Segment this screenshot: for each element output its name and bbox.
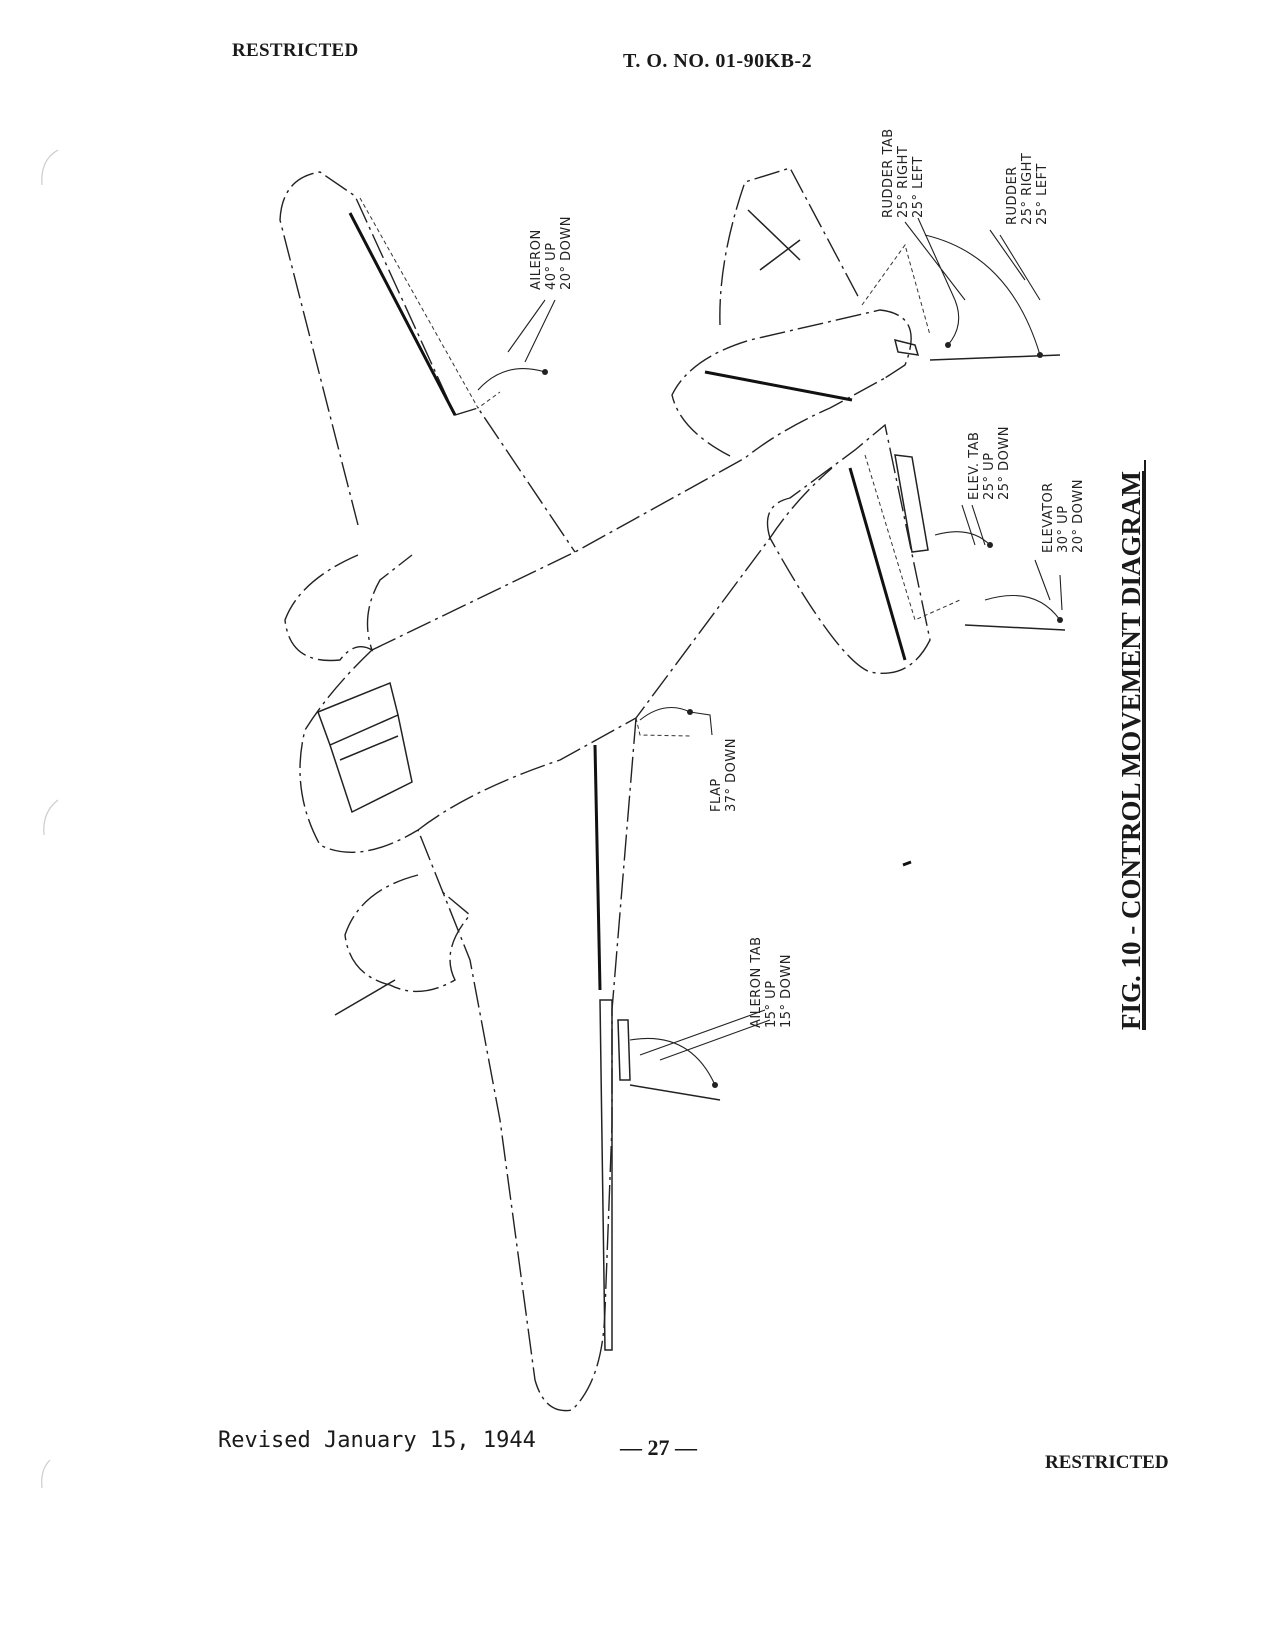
- elev-tab-arc: [934, 531, 991, 546]
- lower-nacelle: [344, 874, 471, 993]
- cockpit-strut: [339, 735, 399, 761]
- cockpit-frame-lower: [329, 714, 413, 814]
- lower-elevator-hinge: [848, 467, 907, 661]
- nose-section: [299, 649, 419, 853]
- upper-nacelle: [284, 554, 413, 662]
- elevator-leader: [1034, 559, 1063, 611]
- flap-deflected: [635, 717, 691, 737]
- flap-label: FLAP 37° DOWN: [709, 738, 739, 812]
- elev-tab-leader: [961, 504, 986, 546]
- cockpit-frame: [317, 681, 399, 747]
- lower-aileron: [599, 999, 613, 1351]
- upper-aileron-deflected: [359, 197, 501, 409]
- stray-mark: [902, 860, 912, 867]
- rudder-tab-arc: [947, 299, 960, 346]
- aileron-tab-reference-line: [629, 1084, 721, 1101]
- rudder-label: RUDDER 25° RIGHT 25° LEFT: [1005, 148, 1050, 225]
- elevator-arc: [984, 594, 1061, 621]
- page-number: — 27 —: [620, 1435, 697, 1460]
- rudder-leader: [989, 229, 1041, 301]
- binder-mark: [43, 799, 59, 836]
- elev-tab-arrowhead: [987, 542, 993, 548]
- document-number: T. O. NO. 01-90KB-2: [623, 50, 813, 72]
- rudder-arrowhead: [1037, 352, 1043, 358]
- flap-arrowhead: [687, 709, 693, 715]
- classification-bottom: RESTRICTED: [1045, 1452, 1169, 1473]
- lower-stabilizer: [766, 423, 931, 674]
- revision-date: Revised January 15, 1944: [218, 1428, 536, 1453]
- elevator-reference-line: [964, 624, 1066, 631]
- airplane-outline: [279, 167, 961, 1412]
- fuselage-top-line: [371, 377, 886, 651]
- elev-tab-label: ELEV. TAB 25° UP 25° DOWN: [967, 426, 1012, 500]
- rudder-arc: [924, 234, 1041, 356]
- upper-stabilizer: [671, 309, 912, 457]
- aileron-tab-indicator: [629, 1009, 771, 1101]
- binder-mark: [41, 1459, 51, 1489]
- upper-elevator-hinge: [704, 370, 853, 402]
- elevator-indicator: [964, 559, 1066, 631]
- elevator-arrowhead: [1057, 617, 1063, 623]
- rudder-tab-label: RUDDER TAB 25° RIGHT 25° LEFT: [881, 124, 926, 218]
- aileron-tab-arc: [629, 1037, 716, 1086]
- aileron-leader: [507, 299, 556, 363]
- aileron-tab-label: AILERON TAB 15° UP 15° DOWN: [749, 932, 794, 1028]
- upper-aileron-hinge: [348, 212, 457, 416]
- aileron-tab: [617, 1019, 631, 1081]
- elev-tab-indicator: [934, 504, 993, 548]
- rudder-tab: [893, 338, 920, 356]
- propeller-lower: [334, 979, 396, 1016]
- upper-wing-outline: [279, 171, 576, 553]
- lower-elevator-deflected: [864, 454, 961, 621]
- aileron-arrowhead: [542, 369, 548, 375]
- fin-detail: [747, 209, 801, 271]
- aileron-tab-leader: [639, 1009, 771, 1061]
- aileron-indicator: [477, 299, 556, 391]
- flap-hinge: [593, 744, 602, 991]
- elevator-tab: [894, 454, 929, 553]
- rudder-tab-indicator: [904, 217, 966, 348]
- flap-leader: [689, 711, 713, 736]
- elevator-label: ELEVATOR 30° UP 20° DOWN: [1041, 478, 1086, 553]
- aileron-label: AILERON 40° UP 20° DOWN: [529, 216, 574, 290]
- vertical-fin: [719, 167, 861, 326]
- rudder-tab-arrowhead: [945, 342, 951, 348]
- rudder-tab-leader: [904, 217, 966, 301]
- rudder-indicator: [924, 229, 1061, 361]
- fuselage-bottom-line: [417, 467, 833, 831]
- aileron-tab-arrowhead: [712, 1082, 718, 1088]
- binder-mark: [41, 149, 59, 186]
- flap-indicator: [639, 706, 713, 736]
- aileron-arc: [477, 368, 546, 391]
- lower-wing-outline: [417, 717, 637, 1412]
- rudder-deflected: [861, 243, 931, 336]
- classification-top: RESTRICTED: [232, 40, 359, 61]
- figure-title: FIG. 10 - CONTROL MOVEMENT DIAGRAM: [1116, 471, 1146, 1030]
- flap-arc: [639, 706, 691, 721]
